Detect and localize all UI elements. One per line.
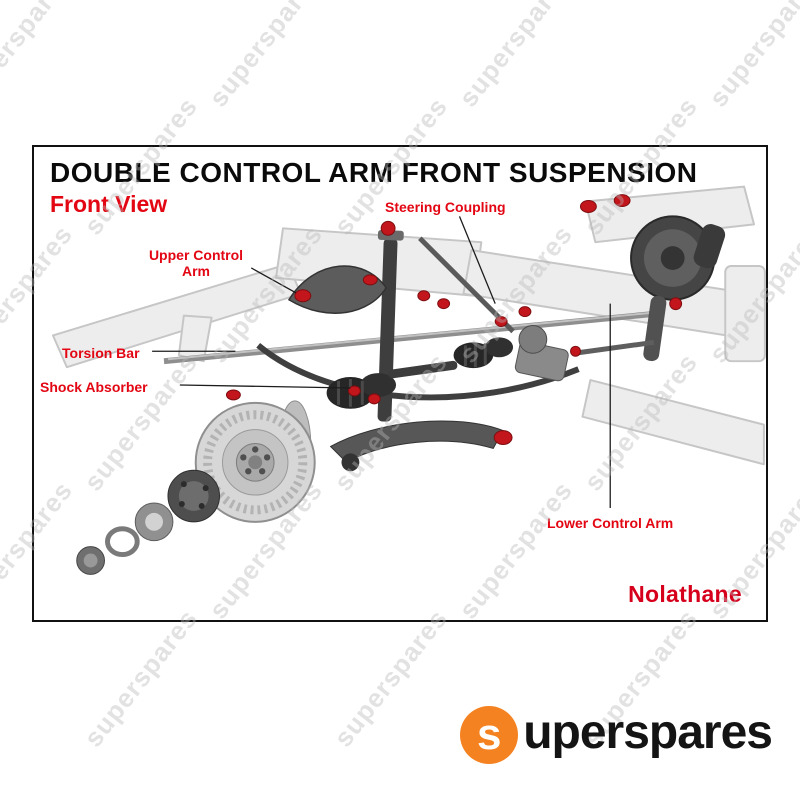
watermark-text: superspares bbox=[202, 0, 329, 113]
steering-coupling-part bbox=[518, 324, 548, 354]
caliper-part bbox=[693, 224, 726, 269]
watermark-text: superspares bbox=[0, 0, 79, 113]
disc-center bbox=[248, 455, 263, 470]
hub-studs bbox=[178, 481, 209, 509]
cv-boot-left2 bbox=[360, 373, 397, 397]
label-upper-control-arm: Upper Control Arm bbox=[148, 247, 244, 280]
disc-vents bbox=[203, 410, 308, 515]
ball-joint-part bbox=[341, 453, 360, 472]
dust-cap-inner bbox=[83, 553, 98, 568]
diagram-frame: DOUBLE CONTROL ARM FRONT SUSPENSION Fron… bbox=[32, 145, 768, 622]
label-torsion-bar: Torsion Bar bbox=[62, 345, 140, 361]
watermark-text: superspares bbox=[77, 603, 204, 753]
watermark-text: superspares bbox=[702, 0, 800, 113]
label-lower-control-arm: Lower Control Arm bbox=[547, 515, 674, 531]
washer-part bbox=[104, 526, 140, 558]
suspension-parts bbox=[76, 215, 726, 575]
chassis-rails bbox=[51, 185, 766, 466]
cv-boot-right bbox=[453, 342, 494, 369]
tie-rod-part bbox=[574, 339, 655, 356]
superspares-logo: s uperspares bbox=[460, 706, 773, 764]
nolathane-brand-logo: Nolathane bbox=[628, 581, 742, 607]
label-pointer-lines bbox=[152, 216, 611, 508]
superspares-wordmark: uperspares bbox=[523, 706, 773, 759]
steering-shaft-part bbox=[418, 236, 515, 334]
label-shock-absorber: Shock Absorber bbox=[40, 379, 148, 395]
upper-control-arm-part bbox=[287, 265, 388, 314]
cv-boot-right2 bbox=[485, 337, 514, 358]
superspares-icon-letter: s bbox=[476, 710, 502, 759]
boot-ribs-right bbox=[463, 343, 487, 368]
red-bushings bbox=[225, 194, 683, 445]
superspares-s-icon: s bbox=[460, 706, 519, 764]
bearing-inner bbox=[145, 512, 164, 531]
axle-shaft bbox=[388, 360, 458, 379]
torsion-bar-part bbox=[163, 310, 659, 365]
label-steering-coupling: Steering Coupling bbox=[385, 199, 506, 215]
watermark-text: superspares bbox=[452, 0, 579, 113]
torsion-bar-highlight bbox=[167, 311, 654, 361]
sway-bar-part bbox=[256, 343, 580, 401]
watermark-text: superspares bbox=[327, 603, 454, 753]
suspension-illustration bbox=[51, 185, 766, 575]
wheel-studs bbox=[240, 446, 271, 475]
knuckle-hub bbox=[660, 246, 685, 270]
page-title: DOUBLE CONTROL ARM FRONT SUSPENSION bbox=[50, 157, 698, 188]
view-subtitle: Front View bbox=[50, 191, 168, 217]
